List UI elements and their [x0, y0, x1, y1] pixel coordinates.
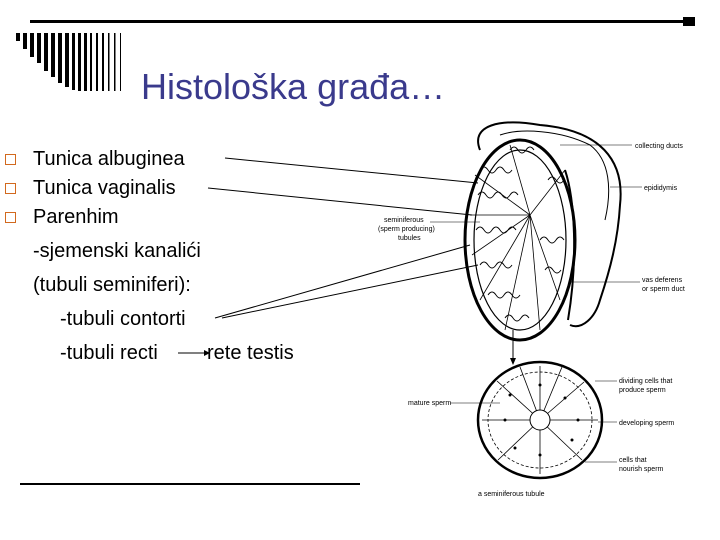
bullet-marker: [5, 212, 16, 223]
label-dividing-cells: dividing cells that: [619, 378, 672, 385]
subline-sjemenski: -sjemenski kanalići: [33, 240, 201, 262]
label-nourish-sperm: nourish sperm: [619, 466, 664, 473]
pointer-line: [207, 187, 473, 216]
decorative-bars: [16, 33, 121, 91]
header-rule: [30, 20, 695, 23]
arrow-head: [204, 350, 210, 356]
bullet-marker: [5, 154, 16, 165]
subline-rete-testis: rete testis: [207, 342, 294, 364]
label-dividing-cells-2: produce sperm: [619, 387, 666, 394]
bullet-tunica-albuginea: Tunica albuginea: [33, 148, 185, 170]
subline-tubuli-contorti: -tubuli contorti: [60, 308, 186, 330]
label-epididymis: epididymis: [644, 185, 678, 192]
label-seminiferous-2: (sperm producing): [378, 226, 435, 233]
label-seminiferous: seminiferous: [384, 217, 424, 224]
label-mature-sperm: mature sperm: [408, 400, 451, 407]
pointer-line: [221, 264, 479, 319]
pointer-line: [214, 244, 471, 319]
label-collecting-ducts: collecting ducts: [635, 143, 683, 150]
label-vas-deferens-2: or sperm duct: [642, 286, 685, 293]
label-seminiferous-3: tubules: [398, 235, 421, 242]
label-vas-deferens: vas deferens: [642, 277, 683, 284]
bullet-tunica-vaginalis: Tunica vaginalis: [33, 177, 176, 199]
label-caption: a seminiferous tubule: [478, 491, 545, 498]
label-cells-that: cells that: [619, 457, 647, 464]
bottom-rule: [20, 483, 360, 485]
subline-tubuli-recti: -tubuli recti: [60, 342, 158, 364]
pointer-line: [224, 157, 479, 184]
subline-tubuli-seminiferi: (tubuli seminiferi):: [33, 274, 191, 296]
header-rule-end: [683, 17, 695, 26]
slide-title: Histološka građa…: [141, 66, 446, 107]
bullet-parenhim: Parenhim: [33, 206, 119, 228]
label-developing-sperm: developing sperm: [619, 420, 674, 427]
bullet-marker: [5, 183, 16, 194]
